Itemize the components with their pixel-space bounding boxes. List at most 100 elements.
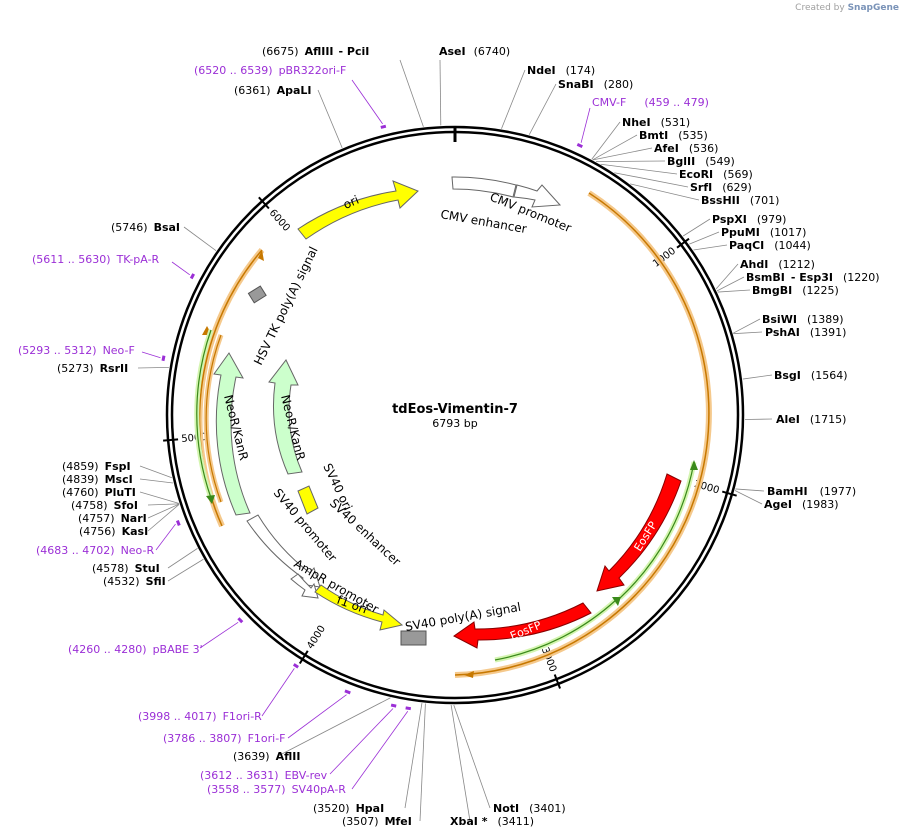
site-leader-line <box>733 318 761 334</box>
site-kasi: (4756)KasI <box>79 525 148 538</box>
primer-connector <box>287 694 347 739</box>
site-bsshii: BssHII(701) <box>701 194 779 207</box>
site-leader-line <box>689 231 720 245</box>
site-ppumi: PpuMI(1017) <box>721 226 806 239</box>
site-leader-line <box>167 548 198 569</box>
site-pspxi: PspXI(979) <box>712 213 786 226</box>
site-leader-line <box>439 59 442 126</box>
site-ahdi: AhdI(1212) <box>740 258 815 271</box>
primer-tk-pa-r: (5611 .. 5630)TK-pA-R <box>32 253 160 266</box>
site-noti: NotI(3401) <box>493 802 566 815</box>
site-leader-line <box>501 69 526 129</box>
feature-eosfp-1 <box>596 473 682 592</box>
site-bsai: (5746)BsaI <box>111 221 180 234</box>
snapgene-logo: SnapGene <box>847 3 899 13</box>
snapgene-credit: Created by SnapGene <box>795 3 899 13</box>
site-leader-line <box>682 218 711 237</box>
site-leader-line <box>592 147 653 161</box>
site-ecori: EcoRI(569) <box>679 168 753 181</box>
primer-marker <box>576 143 583 149</box>
primer-marker <box>175 519 181 526</box>
primer-f1ori-r: (3998 .. 4017)F1ori-R <box>138 710 262 723</box>
tick-mark <box>553 674 561 689</box>
tick-mark <box>258 196 270 210</box>
site-leader-line <box>733 331 763 335</box>
feature-f1-ori <box>314 584 404 631</box>
green-arc-bottom <box>494 599 617 661</box>
site-leader-line <box>614 172 689 188</box>
site-bsgi: BsgI(1564) <box>774 369 847 382</box>
site-leader-line <box>630 183 700 201</box>
site-pshai: PshAI(1391) <box>765 326 846 339</box>
primer-connector <box>329 708 394 775</box>
site-bglii: BglII(549) <box>667 155 735 168</box>
site-leader-line <box>399 59 424 127</box>
primer-pbabe-3: (4260 .. 4280)pBABE 3' <box>68 643 203 656</box>
site-leader-line <box>139 491 179 504</box>
feature-label-ori: ori <box>341 193 361 212</box>
site-bamhi: BamHI(1977) <box>767 485 856 498</box>
site-leader-line <box>147 504 180 532</box>
primer-ebv-rev: (3612 .. 3631)EBV-rev <box>200 769 328 782</box>
feature-sv40-ori <box>297 485 319 515</box>
site-leader-line <box>167 558 204 582</box>
site-leader-line <box>183 226 217 252</box>
site-leader-line <box>591 121 621 160</box>
primer-sv40pa-r: (3558 .. 3577)SV40pA-R <box>207 783 346 796</box>
plasmid-size: 6793 bp <box>432 417 477 430</box>
site-hpai: (3520)HpaI <box>313 802 384 815</box>
primer-markers <box>141 79 591 790</box>
orange-arc-left-inner <box>205 334 222 503</box>
site-nhei: NheI(531) <box>622 116 690 129</box>
primer-connector <box>171 261 191 276</box>
primer-marker <box>390 703 397 708</box>
feature-sv40-polya <box>400 630 427 646</box>
tick-mark <box>676 237 690 249</box>
orange-arc-left-arrowhead <box>258 250 264 261</box>
feature-hsv-tk-polya <box>247 285 267 304</box>
primer-marker <box>189 273 195 280</box>
orange-arc-right <box>454 192 710 676</box>
site-xbai: XbaI *(3411) <box>450 815 534 828</box>
site-afei: AfeI(536) <box>654 142 718 155</box>
plasmid-name: tdEos-Vimentin-7 <box>392 402 518 417</box>
site-sfoi: (4758)SfoI <box>71 499 138 512</box>
site-leader-line <box>277 697 391 757</box>
site-bsiwi: BsiWI(1389) <box>762 313 844 326</box>
tick-label: 4000 <box>305 624 328 651</box>
site-leader-line <box>453 704 491 809</box>
site-leader-line <box>137 367 169 369</box>
site-msci: (4839)MscI <box>62 473 133 486</box>
site-leader-lines <box>137 59 773 822</box>
feature-cmv-promoter <box>513 184 562 208</box>
site-sfii: (4532)SfiI <box>103 575 166 588</box>
site-bmti: BmtI(535) <box>639 129 708 142</box>
credit-prefix: Created by <box>795 3 845 13</box>
primer-connector <box>261 668 295 717</box>
feature-cmv-enhancer <box>451 176 517 198</box>
site-snabi: SnaBI(280) <box>558 78 633 91</box>
site-bmgbi: BmgBI(1225) <box>752 284 839 297</box>
green-arc-left-arrowhead <box>206 495 215 504</box>
site-aflii: (3639)AflII <box>233 750 300 763</box>
feature-neor-kanr-outer <box>213 352 251 516</box>
site-leader-line <box>742 374 773 380</box>
primer-cmv-f: CMV-F(459 .. 479) <box>592 96 709 109</box>
site-leader-line <box>147 503 179 506</box>
primer-neo-r: (4683 .. 4702)Neo-R <box>36 544 154 557</box>
primer-neo-f: (5293 .. 5312)Neo-F <box>18 344 135 357</box>
green-arc-right-arrowhead <box>690 460 698 470</box>
primer-connector <box>351 711 409 790</box>
site-alei: AleI(1715) <box>776 413 846 426</box>
feature-label-sv40-enhancer: SV40 enhancer <box>327 496 403 569</box>
green-arc-bottom-arrowhead <box>612 597 621 606</box>
site-leader-line <box>147 503 180 519</box>
primer-marker <box>161 355 166 362</box>
site-leader-line <box>592 134 638 161</box>
features <box>213 176 682 649</box>
tick-mark <box>721 490 737 497</box>
tick-label: 6000 <box>267 208 292 234</box>
primer-connector <box>199 621 239 649</box>
primer-connector <box>141 351 161 359</box>
site-srfi: SrfI(629) <box>690 181 752 194</box>
